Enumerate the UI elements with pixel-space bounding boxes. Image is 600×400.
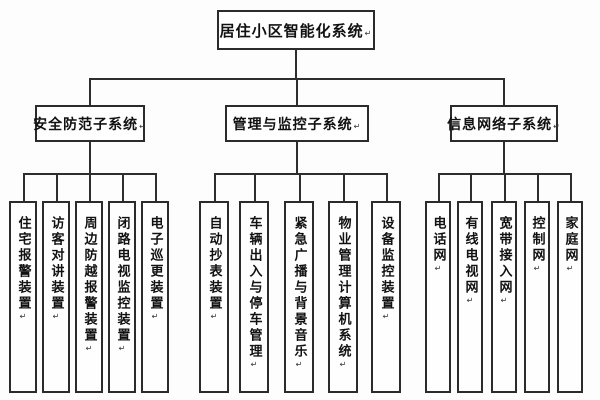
paragraph-mark: ↵: [117, 344, 127, 356]
leaf-text: 设备监控装置: [378, 216, 394, 312]
paragraph-mark: ↵: [51, 312, 61, 324]
leaf-node-broadband-access-network: 宽带接入网↵: [491, 201, 517, 393]
connector-line: [438, 173, 440, 201]
leaf-text: 闭路电视监控装置: [114, 216, 130, 344]
leaf-label: 紧急广播与背景音乐↵: [291, 216, 307, 372]
connector-line: [503, 142, 505, 173]
leaf-text: 有线电视网: [462, 216, 478, 296]
leaf-label: 周边防越报警装置↵: [81, 216, 97, 356]
leaf-label: 控制网↵: [529, 216, 545, 276]
leaf-text: 住宅报警装置: [15, 216, 31, 312]
leaf-label: 电话网↵: [430, 216, 446, 276]
subsystem-node-security: 安全防范子系统↵: [33, 105, 147, 142]
paragraph-mark: ↵: [381, 312, 391, 324]
connector-line: [343, 173, 345, 201]
leaf-label: 住宅报警装置↵: [15, 216, 31, 324]
paragraph-mark: ↵: [532, 264, 542, 276]
connector-line: [155, 173, 157, 201]
connector-line: [299, 173, 301, 201]
paragraph-mark: ↵: [249, 360, 259, 372]
leaf-node-electronic-patrol: 电子巡更装置↵: [141, 201, 169, 393]
leaf-text: 电话网: [430, 216, 446, 264]
leaf-node-cable-tv-network: 有线电视网↵: [457, 201, 483, 393]
leaf-node-emergency-broadcast-bgm: 紧急广播与背景音乐↵: [284, 201, 314, 393]
connector-line: [122, 173, 124, 201]
connector-line: [296, 78, 298, 105]
leaf-label: 宽带接入网↵: [496, 216, 512, 308]
leaf-text: 宽带接入网: [496, 216, 512, 296]
paragraph-mark: ↵: [84, 344, 94, 356]
paragraph-mark: ↵: [209, 312, 219, 324]
leaf-label: 设备监控装置↵: [378, 216, 394, 324]
connector-line: [254, 173, 256, 201]
connector-line: [23, 173, 25, 201]
connector-line: [386, 173, 388, 201]
paragraph-mark: ↵: [294, 360, 304, 372]
root-node-text: 居住小区智能化系统: [219, 21, 364, 40]
leaf-text: 车辆出入与停车管理: [246, 216, 262, 360]
leaf-label: 有线电视网↵: [462, 216, 478, 308]
subsystem-label: 安全防范子系统↵: [33, 114, 147, 134]
connector-line: [214, 173, 387, 175]
subsystem-node-management-monitoring: 管理与监控子系统↵: [225, 105, 369, 142]
leaf-node-property-management-computer: 物业管理计算机系统↵: [328, 201, 358, 393]
subsystem-text: 信息网络子系统: [447, 116, 553, 133]
leaf-node-vehicle-parking-management: 车辆出入与停车管理↵: [239, 201, 269, 393]
paragraph-mark: ↵: [150, 312, 160, 324]
paragraph-mark: ↵: [338, 360, 348, 372]
connector-line: [89, 78, 91, 105]
paragraph-mark: ↵: [18, 312, 28, 324]
leaf-node-perimeter-alarm: 周边防越报警装置↵: [75, 201, 103, 393]
subsystem-text: 安全防范子系统: [33, 116, 139, 133]
root-node: 居住小区智能化系统↵: [217, 10, 375, 50]
leaf-text: 电子巡更装置: [147, 216, 163, 312]
connector-line: [214, 173, 216, 201]
leaf-node-residential-alarm: 住宅报警装置↵: [9, 201, 37, 393]
subsystem-label: 信息网络子系统↵: [447, 114, 561, 134]
leaf-text: 紧急广播与背景音乐: [291, 216, 307, 360]
paragraph-mark: ↵: [499, 296, 509, 308]
paragraph-mark: ↵: [553, 121, 561, 131]
leaf-node-visitor-intercom: 访客对讲装置↵: [42, 201, 70, 393]
leaf-label: 自动抄表装置↵: [206, 216, 222, 324]
leaf-label: 车辆出入与停车管理↵: [246, 216, 262, 372]
connector-line: [296, 142, 298, 173]
connector-line: [537, 173, 539, 201]
connector-line: [89, 173, 91, 201]
paragraph-mark: ↵: [465, 296, 475, 308]
connector-line: [504, 173, 506, 201]
connector-line: [470, 173, 472, 201]
connector-line: [56, 173, 58, 201]
paragraph-mark: ↵: [139, 121, 147, 131]
paragraph-mark: ↵: [364, 28, 373, 38]
leaf-node-auto-meter-reading: 自动抄表装置↵: [199, 201, 229, 393]
leaf-text: 控制网: [529, 216, 545, 264]
leaf-node-cctv-monitoring: 闭路电视监控装置↵: [108, 201, 136, 393]
subsystem-label: 管理与监控子系统↵: [233, 114, 362, 134]
subsystem-text: 管理与监控子系统: [232, 116, 353, 133]
connector-line: [570, 173, 572, 201]
connector-line: [89, 142, 91, 173]
paragraph-mark: ↵: [433, 264, 443, 276]
leaf-label: 家庭网↵: [562, 216, 578, 276]
subsystem-node-information-network: 信息网络子系统↵: [447, 105, 561, 142]
paragraph-mark: ↵: [353, 121, 362, 131]
leaf-node-telephone-network: 电话网↵: [425, 201, 451, 393]
leaf-text: 访客对讲装置: [48, 216, 64, 312]
leaf-text: 自动抄表装置: [206, 216, 222, 312]
leaf-node-equipment-monitoring: 设备监控装置↵: [371, 201, 401, 393]
leaf-text: 家庭网: [562, 216, 578, 264]
leaf-label: 访客对讲装置↵: [48, 216, 64, 324]
connector-line: [295, 50, 297, 79]
leaf-node-control-network: 控制网↵: [524, 201, 550, 393]
leaf-text: 物业管理计算机系统: [335, 216, 351, 360]
connector-line: [503, 78, 505, 105]
leaf-node-home-network: 家庭网↵: [557, 201, 583, 393]
leaf-label: 闭路电视监控装置↵: [114, 216, 130, 356]
leaf-label: 电子巡更装置↵: [147, 216, 163, 324]
root-node-label: 居住小区智能化系统↵: [220, 20, 373, 41]
paragraph-mark: ↵: [565, 264, 575, 276]
leaf-label: 物业管理计算机系统↵: [335, 216, 351, 372]
leaf-text: 周边防越报警装置: [81, 216, 97, 344]
